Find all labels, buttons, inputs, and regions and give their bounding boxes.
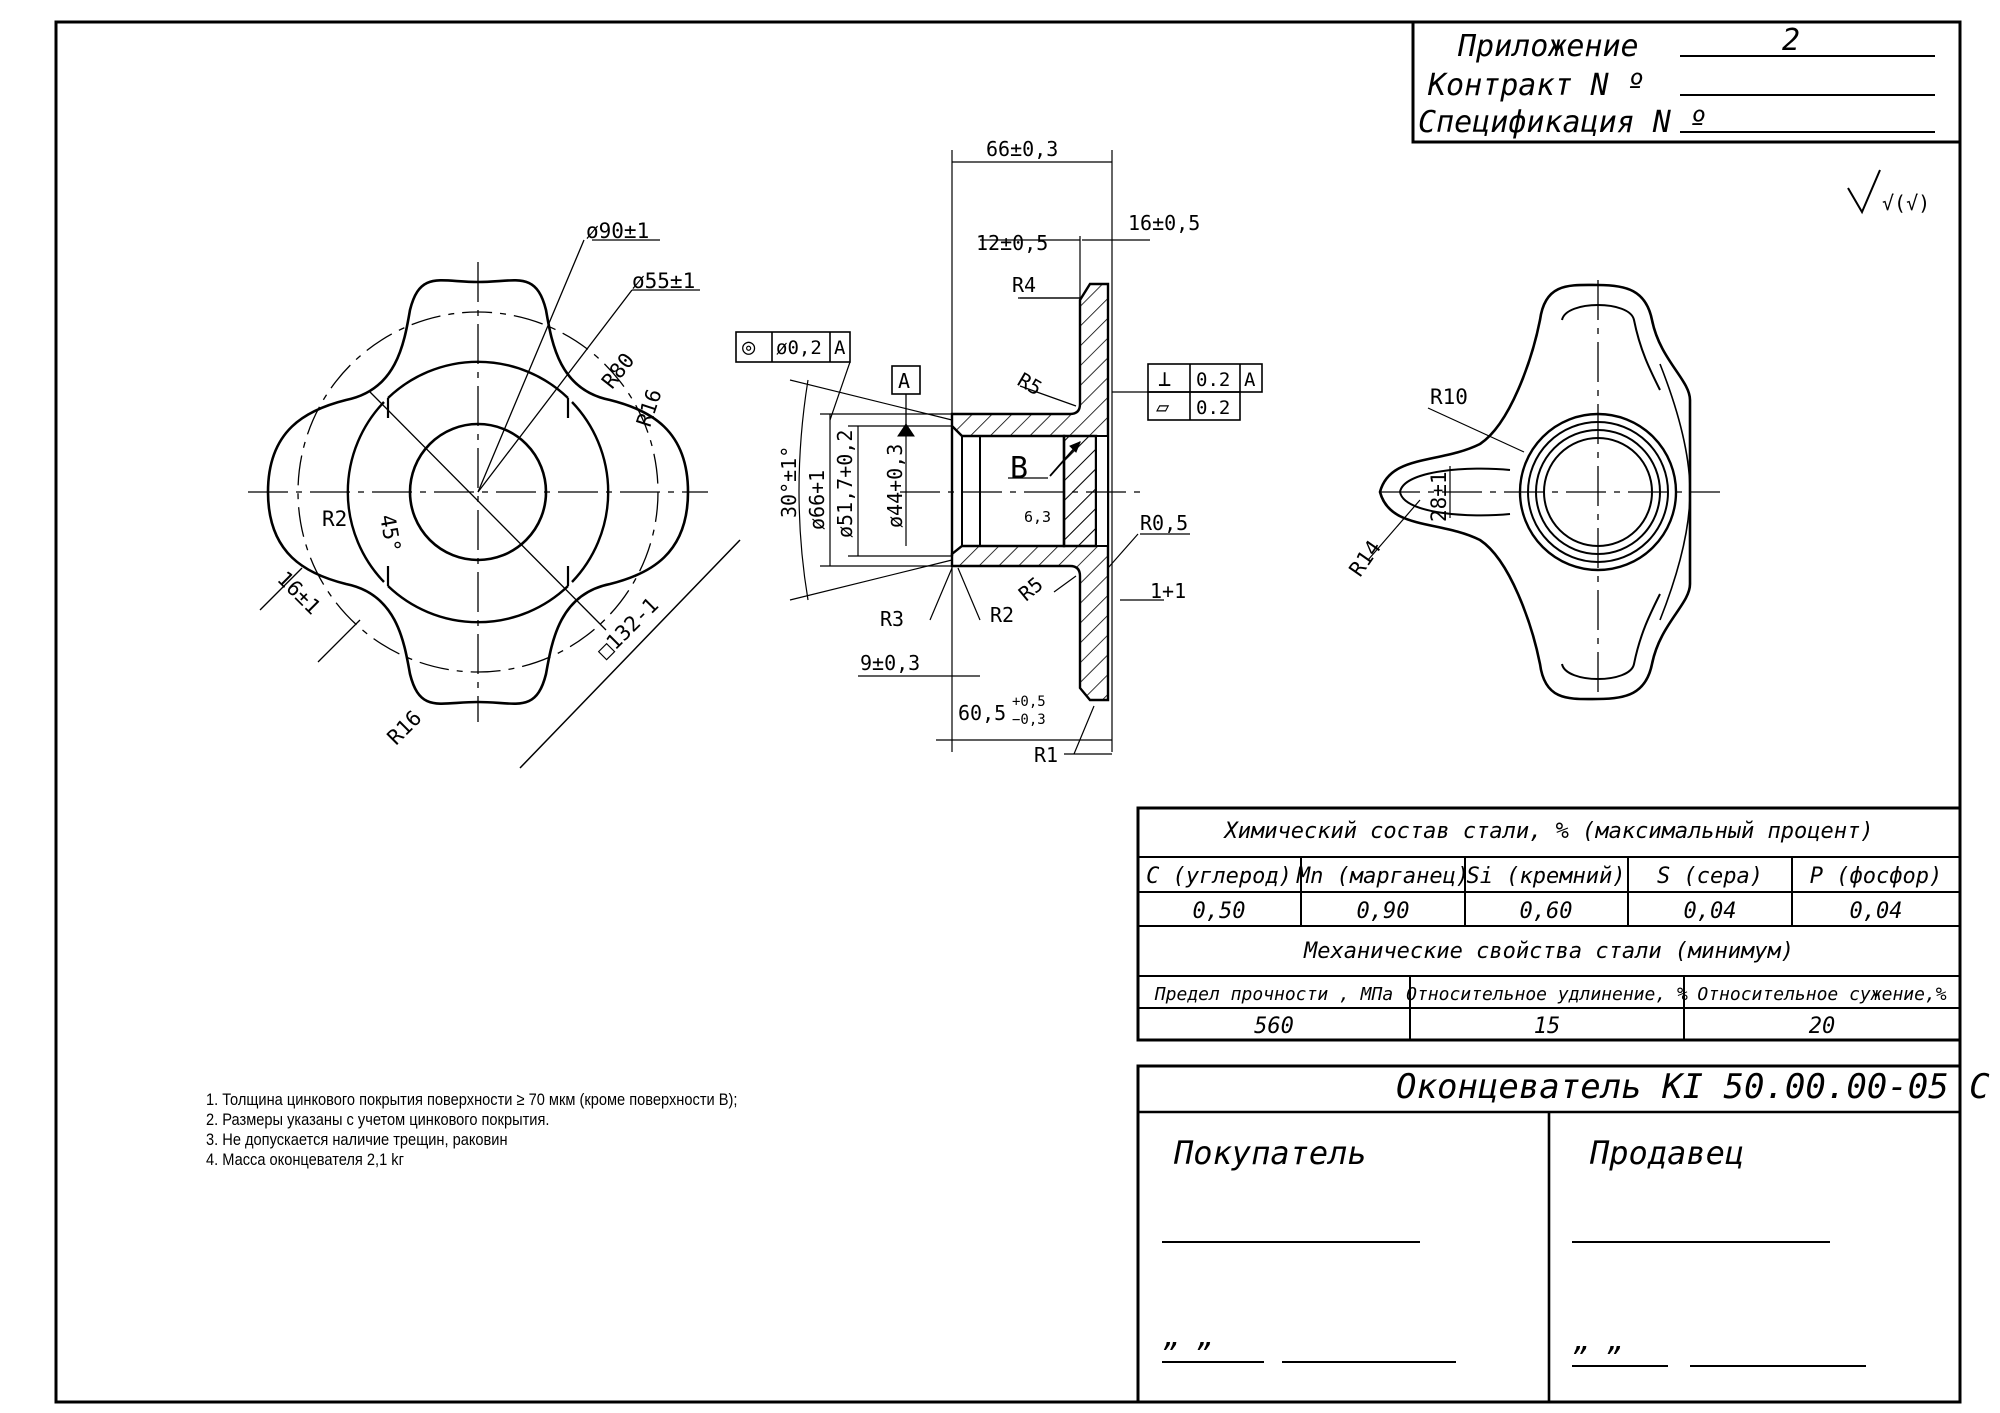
dim-r5-bottom: R5 — [1014, 572, 1048, 606]
spec-label: Спецификация N º — [1418, 105, 1707, 140]
section-view-dims: 66±0,3 12±0,5 16±0,5 R4 R5 30°±1° ø66+1 … — [742, 137, 1256, 767]
roughness-text: √(√) — [1882, 191, 1930, 215]
mech-value-elongation: 15 — [1534, 1014, 1561, 1039]
tol1-symbol: ◎ — [742, 335, 756, 360]
note-3: 3. Не допускается наличие трещин, ракови… — [206, 1130, 508, 1149]
chem-table — [1136, 806, 1962, 1042]
tol2-symbol: ⊥ — [1158, 367, 1171, 392]
dim-d66: ø66+1 — [805, 470, 829, 530]
dim-d55: ø55±1 — [632, 269, 695, 293]
chem-value-mn: 0,90 — [1357, 899, 1410, 924]
dim-r14: R14 — [1344, 536, 1385, 581]
roughness-mark: √(√) — [1847, 169, 1930, 215]
side-view — [1367, 280, 1720, 701]
mech-header-strength: Предел прочности , МПа — [1154, 984, 1393, 1005]
dim-r2: R2 — [322, 507, 347, 531]
dim-r10: R10 — [1430, 385, 1468, 409]
dim-square-132: □132-1 — [593, 593, 664, 664]
dim-r3: R3 — [880, 607, 904, 631]
dim-angle-30: 30°±1° — [777, 446, 801, 518]
chem-header-mn: Mn (марганец) — [1296, 864, 1469, 889]
title-block-text: Оконцеватель KI 50.00.00-05 C Покупатель… — [1163, 1067, 1990, 1357]
chem-header-c: C (углерод) — [1146, 864, 1292, 889]
tol1-value: ø0,2 — [776, 337, 822, 359]
dim-d51: ø51,7+0,2 — [833, 430, 857, 538]
dim-r2-section: R2 — [990, 603, 1014, 627]
chem-value-s: 0,04 — [1684, 899, 1737, 924]
appendix-label: Приложение — [1457, 29, 1639, 64]
dim-60-5-upper: +0,5 — [1012, 694, 1046, 710]
part-name: Оконцеватель KI 50.00.00-05 C — [1396, 1067, 1990, 1107]
technical-notes: 1. Толщина цинкового покрытия поверхност… — [206, 1090, 737, 1170]
front-view — [248, 239, 741, 769]
tol3-symbol: ▱ — [1156, 395, 1170, 420]
chem-value-c: 0,50 — [1193, 899, 1246, 924]
dim-28: 28±1 — [1427, 471, 1451, 522]
tol1-datum: A — [834, 337, 846, 359]
header-block: Приложение 2 Контракт N º Спецификация N… — [1411, 20, 1962, 144]
contract-label: Контракт N º — [1427, 68, 1645, 103]
tol3-value: 0.2 — [1196, 397, 1230, 419]
sheet-frame — [54, 20, 1962, 1404]
dim-r1: R1 — [1034, 743, 1058, 767]
dim-r16-bottom: R16 — [383, 706, 427, 750]
chem-title: Химический состав стали, % (максимальный… — [1222, 819, 1873, 844]
mech-title: Механические свойства стали (минимум) — [1303, 939, 1794, 964]
dim-12: 12±0,5 — [976, 231, 1048, 255]
note-2: 2. Размеры указаны с учетом цинкового по… — [206, 1110, 550, 1129]
dim-9: 9±0,3 — [860, 651, 920, 675]
dim-r5-top: R5 — [1014, 368, 1047, 401]
dim-r4: R4 — [1012, 273, 1036, 297]
seller-date-quotes: „ „ — [1573, 1324, 1625, 1357]
surface-b-label: B — [1010, 451, 1028, 486]
buyer-label: Покупатель — [1173, 1134, 1367, 1172]
dim-16-05: 16±0,5 — [1128, 211, 1200, 235]
seller-label: Продавец — [1589, 1134, 1744, 1172]
chem-value-p: 0,04 — [1850, 899, 1903, 924]
dim-1: 1+1 — [1150, 579, 1186, 603]
mech-value-strength: 560 — [1254, 1014, 1294, 1039]
chem-header-p: P (фосфор) — [1810, 864, 1942, 889]
appendix-number: 2 — [1782, 23, 1800, 58]
mech-value-reduction: 20 — [1809, 1014, 1836, 1039]
chem-table-text: Химический состав стали, % (максимальный… — [1146, 819, 1947, 1039]
dim-66: 66±0,3 — [986, 137, 1058, 161]
datum-a-label: A — [898, 369, 910, 393]
title-block — [1136, 1064, 1962, 1404]
dim-d90: ø90±1 — [586, 219, 649, 243]
dim-r05: R0,5 — [1140, 511, 1188, 535]
chem-value-si: 0,60 — [1520, 899, 1573, 924]
mech-header-elongation: Относительное удлинение, % — [1406, 984, 1688, 1005]
dim-60-5-lower: −0,3 — [1012, 712, 1046, 728]
note-1: 1. Толщина цинкового покрытия поверхност… — [206, 1090, 738, 1109]
chem-header-s: S (сера) — [1657, 864, 1763, 889]
tol2-value: 0.2 — [1196, 369, 1230, 391]
dim-r80: R80 — [597, 348, 639, 393]
roughness-63: 6,3 — [1024, 508, 1051, 526]
mech-header-reduction: Относительное сужение,% — [1697, 984, 1946, 1005]
dim-angle-45: 45° — [375, 513, 405, 555]
tol2-datum: A — [1244, 369, 1256, 391]
buyer-date-quotes: „ „ — [1163, 1320, 1215, 1353]
chem-header-si: Si (кремний) — [1467, 864, 1626, 889]
note-4: 4. Масса оконцевателя 2,1 kг — [206, 1150, 404, 1169]
dim-60-5: 60,5 — [958, 701, 1006, 725]
section-view — [735, 150, 1263, 755]
dim-d44: ø44+0,3 — [883, 444, 907, 528]
